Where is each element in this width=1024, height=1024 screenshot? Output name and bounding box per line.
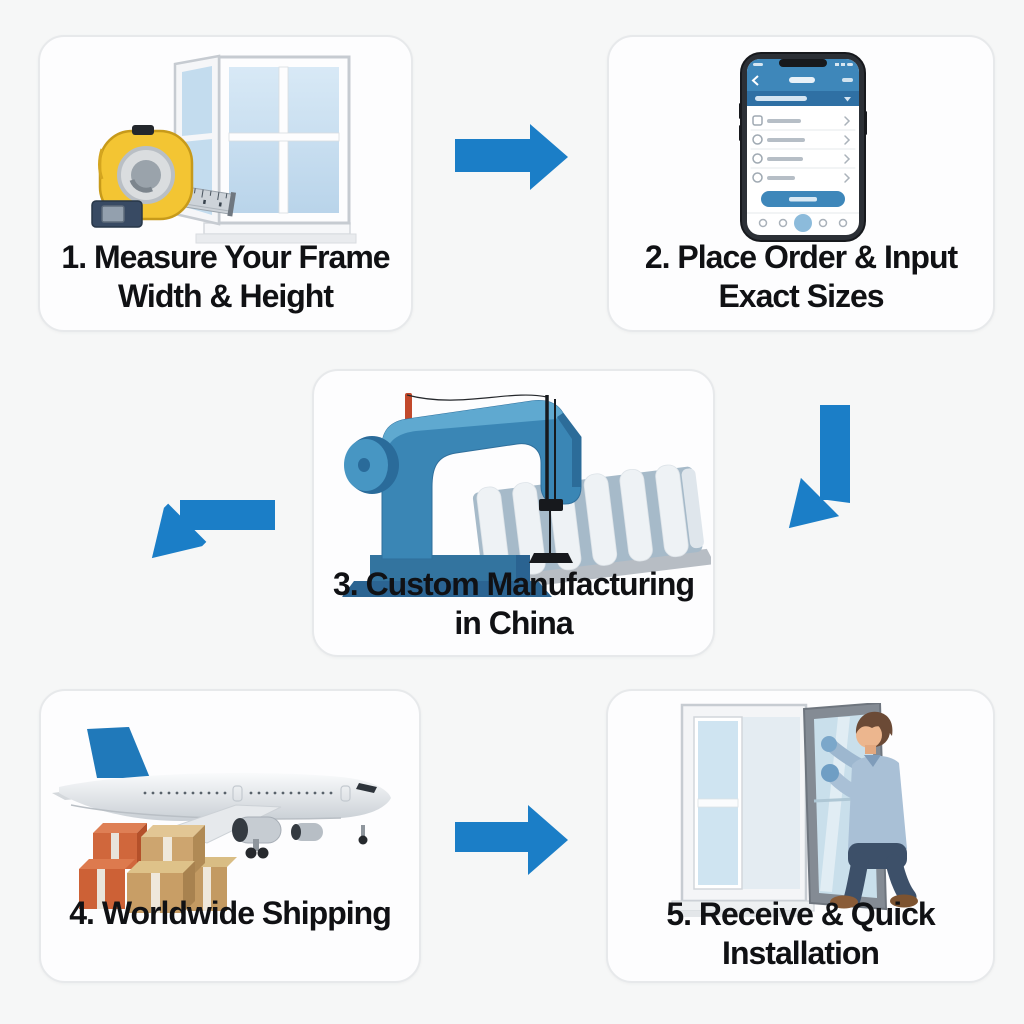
installation-illustration — [671, 703, 918, 917]
step-title: 3. Custom Manufacturing in China — [332, 565, 695, 641]
arrow-right-icon — [455, 124, 568, 190]
glove-icon — [821, 764, 839, 782]
sewing-machine-illustration — [342, 393, 711, 597]
glove-icon — [821, 736, 837, 752]
installer-person-icon — [821, 711, 918, 909]
step-card-2: 2. Place Order & Input Exact Sizes — [607, 35, 995, 332]
hair — [855, 711, 893, 736]
step-title: 1. Measure Your Frame Width & Height — [61, 238, 390, 314]
step-title: 4. Worldwide Shipping — [69, 894, 392, 931]
step-title: 5. Receive & Quick Installation — [666, 895, 935, 971]
phone-notch — [779, 59, 827, 67]
package-boxes-icon — [79, 823, 237, 913]
step-card-3: 3. Custom Manufacturing in China — [312, 369, 715, 657]
arrow-right-icon — [455, 805, 568, 875]
tape-measure-icon — [91, 125, 237, 228]
tape-measure-window-illustration — [91, 54, 357, 244]
smartphone-icon — [739, 52, 867, 242]
sewing-machine-icon — [342, 393, 582, 597]
step-card-5: 5. Receive & Quick Installation — [606, 689, 995, 983]
step-card-1: 1. Measure Your Frame Width & Height — [38, 35, 413, 332]
window-icon — [173, 54, 357, 244]
airplane-icon — [52, 727, 391, 859]
arrow-down-left-icon — [151, 500, 275, 559]
phone-list-rows — [750, 115, 856, 183]
step-title: 2. Place Order & Input Exact Sizes — [644, 238, 958, 314]
dropdown-caret-icon — [844, 97, 851, 102]
back-chevron-icon — [751, 75, 759, 86]
window-icon — [671, 703, 815, 917]
arrow-down-left-icon — [788, 405, 850, 529]
tail-fin-icon — [87, 727, 150, 778]
phone-bottom-nav — [758, 214, 848, 232]
step-card-4: 4. Worldwide Shipping — [39, 689, 421, 983]
needle-bar-icon — [529, 395, 573, 563]
spool-pin-icon — [405, 393, 412, 425]
shipping-illustration — [52, 727, 391, 913]
